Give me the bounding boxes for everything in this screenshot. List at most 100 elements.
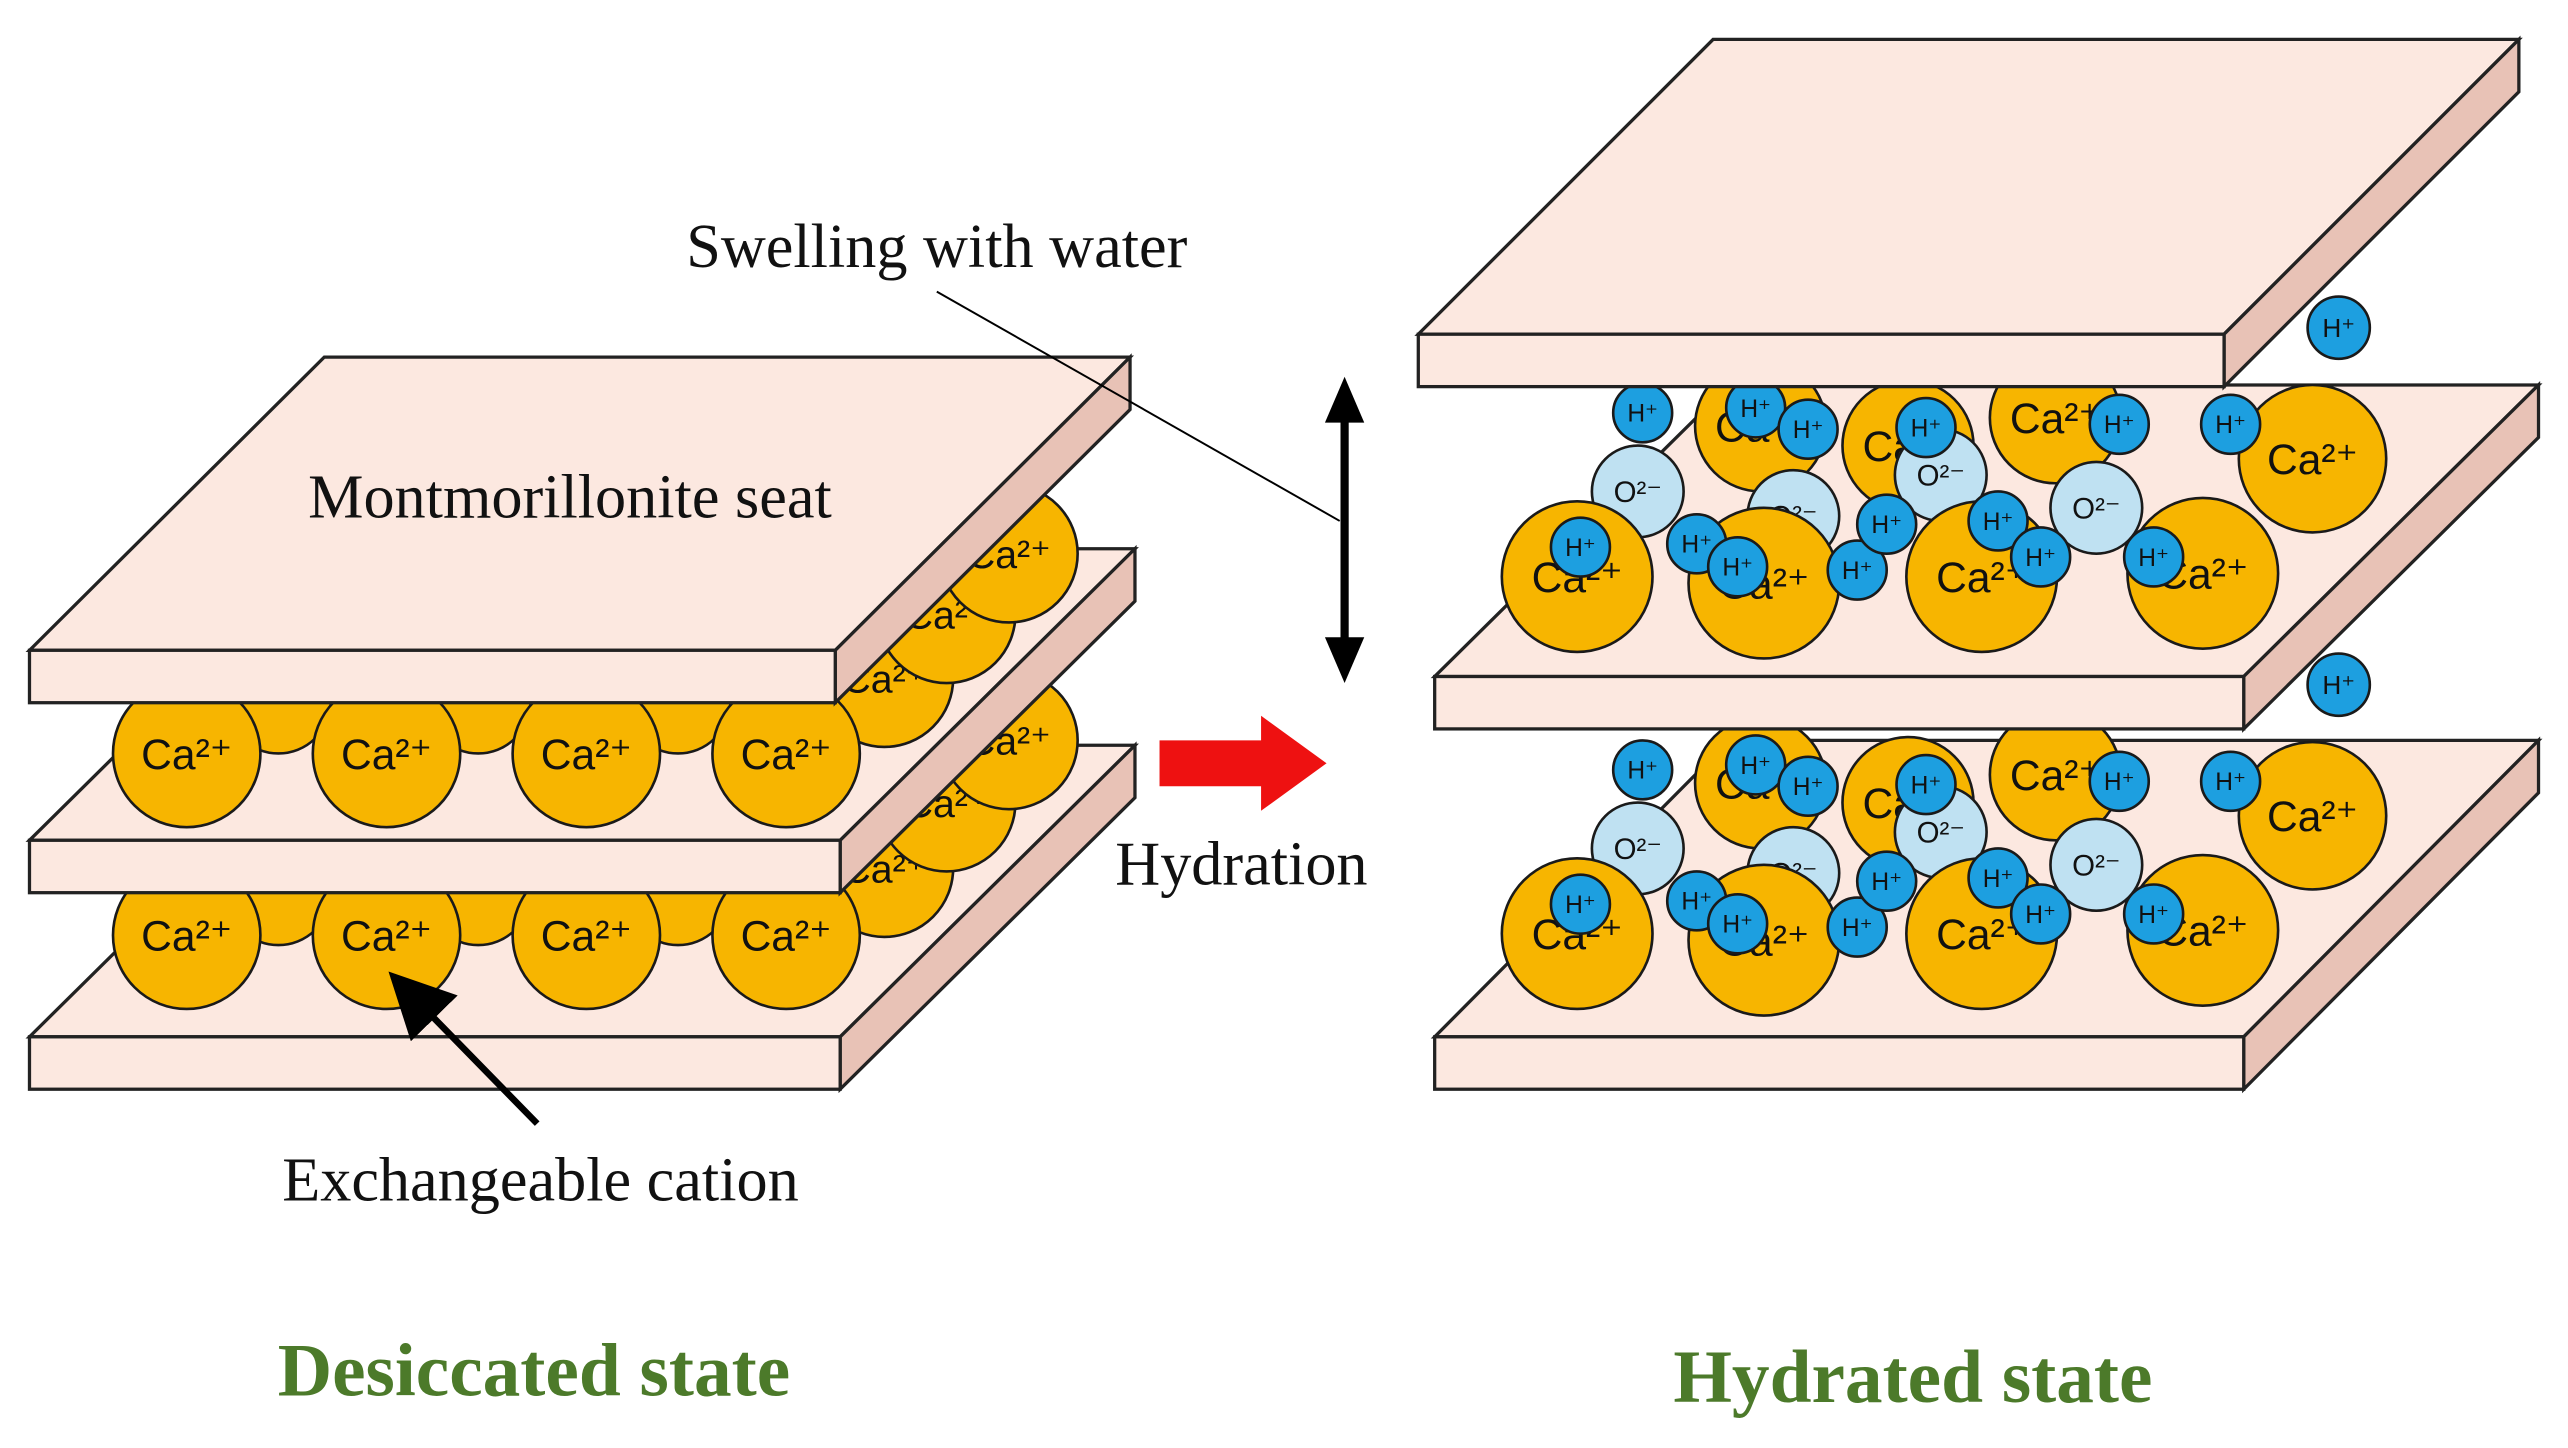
- h-ion: H⁺: [1826, 896, 1889, 958]
- h-ion-label: H⁺: [1681, 889, 1712, 916]
- h-ion-label: H⁺: [2025, 902, 2056, 929]
- ca-ion-label: Ca²⁺: [2267, 793, 2358, 841]
- h-ion: H⁺: [1895, 396, 1957, 459]
- h-ion-label: H⁺: [1842, 915, 1873, 942]
- exchangeable-cation-arrow: [388, 971, 540, 1126]
- h-ion: H⁺: [1967, 490, 2029, 552]
- h-ion-label: H⁺: [1871, 512, 1902, 539]
- o-ion: O²⁻: [2049, 817, 2144, 913]
- h-ion-label: H⁺: [2138, 545, 2169, 572]
- hydration-arrow-icon: [1159, 715, 1327, 811]
- o-ion-label: O²⁻: [2072, 849, 2120, 882]
- hydrated-layer-lower: Ca²⁺Ca²⁺Ca²⁺O²⁻O²⁻O²⁻O²⁻Ca²⁺Ca²⁺Ca²⁺Ca²⁺…: [1500, 707, 2388, 1017]
- ca-ion: Ca²⁺: [511, 678, 662, 829]
- desiccated-state-title: Desiccated state: [278, 1329, 790, 1412]
- ca-ion-label: Ca²⁺: [341, 913, 432, 961]
- h-ion: H⁺: [2199, 750, 2262, 813]
- h-ion-label: H⁺: [2322, 313, 2355, 343]
- h-ion-label: H⁺: [1983, 509, 2014, 536]
- h-ion-label: H⁺: [1627, 401, 1658, 428]
- swelling-leader-line: [936, 290, 1341, 522]
- h-ion-label: H⁺: [1722, 555, 1753, 582]
- clay-sheet-top-left: [25, 353, 1135, 707]
- h-ion: H⁺: [1895, 753, 1957, 816]
- o-ion-label: O²⁻: [1614, 476, 1662, 509]
- ca-ion: Ca²⁺: [711, 678, 862, 829]
- h-ion: H⁺: [1724, 734, 1787, 796]
- h-ion-label: H⁺: [1565, 892, 1596, 919]
- hydration-label: Hydration: [1115, 830, 1367, 898]
- h-ion: H⁺: [1611, 382, 1674, 444]
- ca-ion: Ca²⁺: [311, 678, 462, 829]
- h-ion-label: H⁺: [2104, 769, 2135, 796]
- ca-ion: Ca²⁺: [1988, 707, 2123, 842]
- h-ion-label: H⁺: [1911, 772, 1942, 799]
- ca-ion-label: Ca²⁺: [2010, 752, 2101, 800]
- double-arrow-icon: [1324, 376, 1365, 684]
- h-ion-label: H⁺: [1722, 912, 1753, 939]
- o-ion-label: O²⁻: [1917, 460, 1965, 493]
- h-ion: H⁺: [2009, 883, 2072, 945]
- ca-ion: Ca²⁺: [511, 860, 662, 1011]
- montmorillonite-label: Montmorillonite seat: [308, 464, 832, 532]
- ca-ion-label: Ca²⁺: [2010, 395, 2101, 443]
- hydrated-edge-ions: H⁺ H⁺: [2306, 295, 2372, 718]
- h-ion-label: H⁺: [1793, 417, 1824, 444]
- ca-ion-label: Ca²⁺: [341, 731, 432, 779]
- h-ion-label: H⁺: [2215, 769, 2246, 796]
- ca-ion: Ca²⁺: [2237, 740, 2388, 891]
- h-ion-label: H⁺: [2215, 412, 2246, 439]
- o-ion: O²⁻: [2049, 460, 2144, 555]
- h-ion-label: H⁺: [1911, 415, 1942, 442]
- swelling-label: Swelling with water: [686, 213, 1187, 281]
- h-ion: H⁺: [1777, 398, 1839, 460]
- o-ion-label: O²⁻: [2072, 492, 2120, 525]
- ca-ion-label: Ca²⁺: [141, 731, 232, 779]
- h-ion-label: H⁺: [2322, 670, 2355, 700]
- h-ion-label: H⁺: [1740, 753, 1771, 780]
- desiccated-stack: Ca²⁺Ca²⁺Ca²⁺Ca²⁺Ca²⁺Ca²⁺ Ca²⁺Ca²⁺Ca²⁺Ca²…: [25, 353, 1139, 1094]
- h-ion-label: H⁺: [1565, 535, 1596, 562]
- ca-ion-label: Ca²⁺: [141, 913, 232, 961]
- h-ion: H⁺: [1826, 539, 1889, 601]
- o-ion-label: O²⁻: [1614, 833, 1662, 866]
- exchangeable-cation-label: Exchangeable cation: [282, 1147, 798, 1215]
- clay-sheet-top-right: [1414, 35, 2523, 391]
- hydrated-layer-upper: Ca²⁺Ca²⁺Ca²⁺O²⁻O²⁻O²⁻O²⁻Ca²⁺Ca²⁺Ca²⁺Ca²⁺…: [1500, 350, 2388, 660]
- h-ion: H⁺: [1724, 377, 1787, 439]
- ca-ion-label: Ca²⁺: [541, 731, 632, 779]
- h-ion: H⁺: [1706, 893, 1769, 955]
- h-ion: H⁺: [1611, 739, 1674, 801]
- ca-ion: Ca²⁺: [111, 860, 262, 1011]
- h-ion: H⁺: [1549, 873, 1612, 935]
- h-ion-label: H⁺: [1983, 866, 2014, 893]
- ca-ion: Ca²⁺: [2237, 383, 2388, 534]
- h-ion-label: H⁺: [1740, 396, 1771, 423]
- h-ion-label: H⁺: [1842, 558, 1873, 585]
- h-ion: H⁺: [2122, 883, 2185, 945]
- h-ion: H⁺: [2088, 393, 2151, 456]
- h-ion: H⁺: [2199, 393, 2262, 456]
- h-ion: H⁺: [1549, 516, 1612, 578]
- h-ion: H⁺: [2306, 652, 2372, 718]
- ca-ion-label: Ca²⁺: [541, 913, 632, 961]
- h-ion: H⁺: [1706, 535, 1769, 598]
- o-ion-label: O²⁻: [1917, 817, 1965, 850]
- ca-ion-label: Ca²⁺: [741, 731, 832, 779]
- cation-layer-upper: Ca²⁺ Ca²⁺ Ca²⁺ Ca²⁺: [111, 678, 862, 829]
- h-ion: H⁺: [1855, 493, 1918, 555]
- ca-ion-label: Ca²⁺: [2267, 436, 2358, 484]
- h-ion-label: H⁺: [2025, 545, 2056, 572]
- h-ion: H⁺: [2306, 295, 2372, 361]
- h-ion: H⁺: [1855, 850, 1918, 913]
- h-ion: H⁺: [2009, 526, 2072, 588]
- hydrated-state-title: Hydrated state: [1673, 1336, 2152, 1419]
- h-ion-label: H⁺: [1627, 758, 1658, 785]
- ca-ion-label: Ca²⁺: [741, 913, 832, 961]
- h-ion-label: H⁺: [2138, 902, 2169, 929]
- h-ion: H⁺: [2088, 750, 2151, 813]
- h-ion: H⁺: [1777, 755, 1839, 818]
- h-ion-label: H⁺: [1793, 774, 1824, 801]
- ca-ion: Ca²⁺: [711, 860, 862, 1011]
